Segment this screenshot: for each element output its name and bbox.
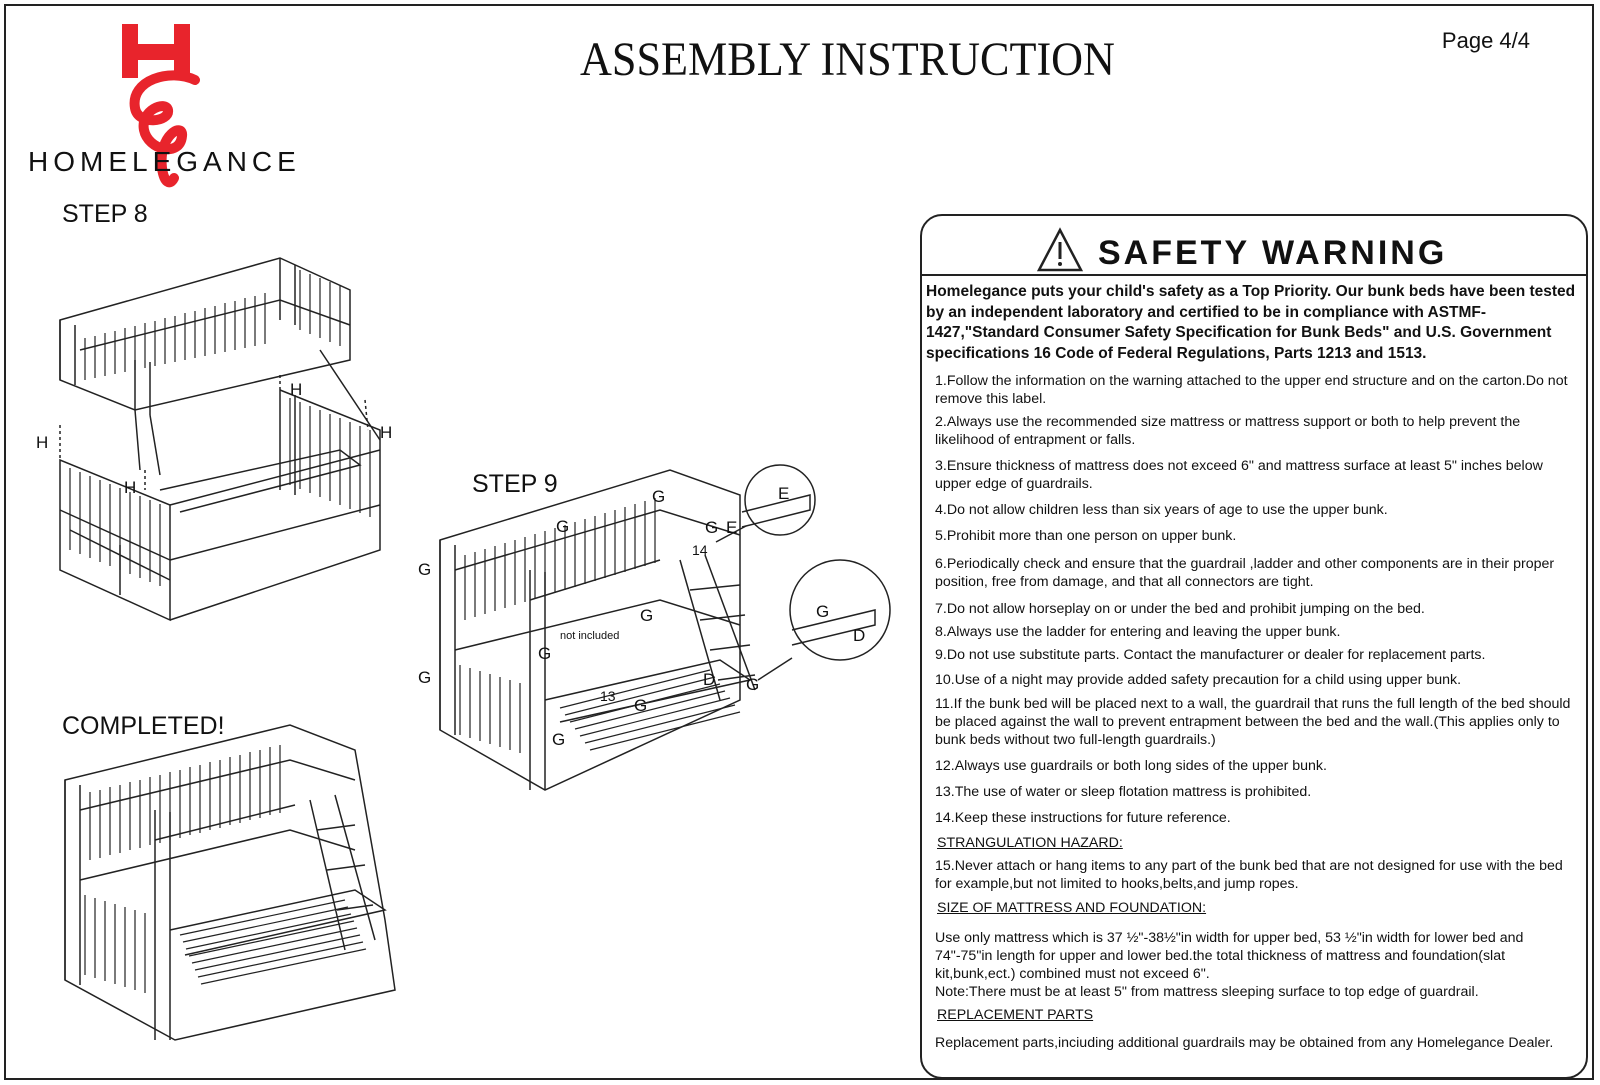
step9-g-label-2: G: [418, 668, 432, 687]
completed-label: COMPLETED!: [62, 712, 225, 740]
warning-item-9: 9.Do not use substitute parts. Contact t…: [935, 647, 1486, 663]
warning-item-5: 5.Prohibit more than one person on upper…: [935, 528, 1237, 544]
step9-g-label-6: G: [640, 606, 654, 625]
step9-d-label-1: D: [703, 670, 716, 689]
warning-item-13: 13.The use of water or sleep flotation m…: [935, 784, 1312, 800]
warning-item-1: 1.Follow the information on the warning …: [935, 373, 1568, 407]
warning-item-10: 10.Use of a night may provide added safe…: [935, 672, 1462, 688]
mattress-size-text: Use only mattress which is 37 ½"-38½"in …: [935, 930, 1524, 982]
replacement-parts-text: Replacement parts,inciuding additional g…: [935, 1035, 1554, 1051]
not-included-note: not included: [560, 630, 620, 642]
step-9-label: STEP 9: [472, 470, 558, 498]
step9-g-label-11: G: [816, 602, 830, 621]
step9-g-label-10: G: [746, 675, 760, 694]
safety-warning-header: [920, 236, 1588, 276]
step9-g-label-8: G: [634, 696, 648, 715]
strangulation-text: 15.Never attach or hang items to any par…: [935, 858, 1563, 892]
homelegance-logo-icon: [122, 24, 200, 188]
page-title: ASSEMBLY INSTRUCTION: [580, 33, 1115, 86]
warning-item-2: 2.Always use the recommended size mattre…: [935, 414, 1521, 448]
step8-h-label-1: H: [36, 433, 49, 452]
step9-g-label-5: G: [705, 518, 719, 537]
strangulation-heading: STRANGULATION HAZARD:: [937, 835, 1123, 851]
safety-warning-box: [920, 214, 1588, 1079]
mattress-size-heading: SIZE OF MATTRESS AND FOUNDATION:: [937, 900, 1207, 916]
mattress-size-note: Note:There must be at least 5" from matt…: [935, 984, 1479, 1000]
step8-h-label-2: H: [124, 478, 137, 497]
replacement-parts-heading: REPLACEMENT PARTS: [937, 1007, 1094, 1023]
step8-h-label-4: H: [380, 423, 393, 442]
warning-item-12: 12.Always use guardrails or both long si…: [935, 758, 1327, 774]
warning-item-14: 14.Keep these instructions for future re…: [935, 810, 1231, 826]
step-8-diagram: [59, 257, 381, 622]
step9-g-label-7: G: [538, 644, 552, 663]
warning-item-7: 7.Do not allow horseplay on or under the…: [935, 601, 1425, 617]
page-frame: [4, 4, 1594, 1080]
brand-name: HOMELEGANCE: [28, 146, 301, 177]
warning-item-3: 3.Ensure thickness of mattress does not …: [935, 458, 1543, 492]
step9-g-label-9: G: [552, 730, 566, 749]
warning-item-4: 4.Do not allow children less than six ye…: [935, 502, 1388, 518]
safety-warning-intro: Homelegance puts your child's safety as …: [926, 283, 1576, 362]
warning-item-11: 11.If the bunk bed will be placed next t…: [935, 696, 1571, 748]
step9-e-label-2: E: [778, 484, 790, 503]
page-number: Page 4/4: [1441, 28, 1530, 53]
step9-g-label-1: G: [418, 560, 432, 579]
safety-warning-title: SAFETY WARNING: [1098, 234, 1448, 272]
step9-part-14: 14: [692, 542, 708, 558]
warning-triangle-icon: [1036, 227, 1084, 272]
step8-h-label-3: H: [290, 380, 303, 399]
warning-item-8: 8.Always use the ladder for entering and…: [935, 624, 1341, 640]
step9-e-label-1: E: [726, 518, 738, 537]
step9-g-label-4: G: [652, 487, 666, 506]
warning-item-6: 6.Periodically check and ensure that the…: [935, 556, 1555, 590]
step-9-diagram: [439, 464, 891, 791]
step-8-label: STEP 8: [62, 200, 148, 228]
step9-d-label-2: D: [853, 626, 866, 645]
completed-diagram: [64, 724, 396, 1041]
step9-part-13: 13: [600, 688, 616, 704]
step9-g-label-3: G: [556, 517, 570, 536]
